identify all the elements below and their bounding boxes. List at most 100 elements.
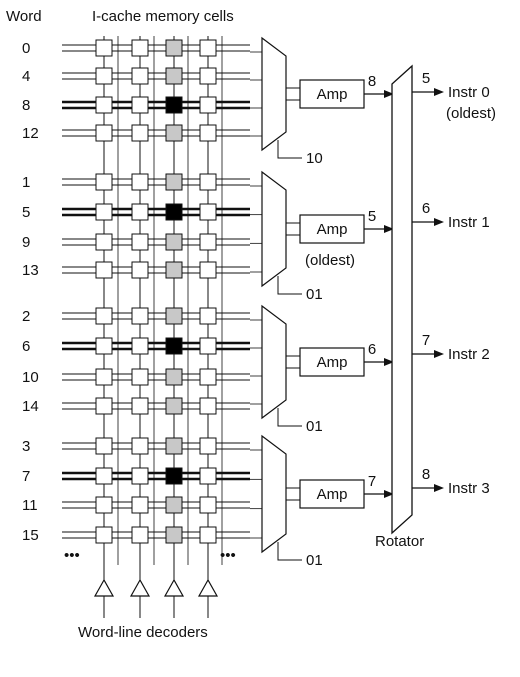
- amp-output-label: 8: [368, 73, 376, 90]
- arrow-head: [434, 88, 444, 96]
- mux-select-line: [277, 542, 302, 561]
- memory-cell: [199, 307, 217, 325]
- memory-cell: [165, 526, 183, 544]
- sense-amp: [299, 347, 365, 377]
- arrow-head: [384, 225, 394, 233]
- memory-cell: [165, 437, 183, 455]
- rotator-block: [391, 64, 413, 535]
- word-number: 0: [22, 40, 30, 57]
- decoder-triangle: [163, 578, 185, 597]
- column-mux: [261, 304, 287, 420]
- word-number: 4: [22, 68, 30, 85]
- memory-cell: [199, 397, 217, 415]
- arrow-head: [434, 350, 444, 358]
- memory-cell: [95, 67, 113, 85]
- memory-cell: [199, 526, 217, 544]
- sense-amp: [299, 214, 365, 244]
- instruction-output-label: Instr 3: [448, 480, 490, 497]
- decoder-triangle: [93, 578, 115, 597]
- memory-cell: [131, 124, 149, 142]
- memory-cell: [131, 397, 149, 415]
- memory-cell: [95, 233, 113, 251]
- memory-cell: [199, 173, 217, 191]
- word-number: 15: [22, 527, 39, 544]
- arrow-head: [384, 90, 394, 98]
- word-number: 8: [22, 97, 30, 114]
- memory-cell: [131, 437, 149, 455]
- mux-select-line: [277, 140, 302, 159]
- rotator-label: Rotator: [375, 533, 424, 550]
- memory-cell: [165, 261, 183, 279]
- column-mux: [261, 434, 287, 554]
- memory-cell: [131, 368, 149, 386]
- amp-output-label: 7: [368, 473, 376, 490]
- amp-output-label: 5: [368, 208, 376, 225]
- memory-cell: [165, 67, 183, 85]
- memory-cell: [199, 233, 217, 251]
- instruction-output-label: Instr 1: [448, 214, 490, 231]
- memory-cell: [95, 467, 113, 485]
- word-number: 12: [22, 125, 39, 142]
- memory-cell: [131, 96, 149, 114]
- memory-cell: [131, 233, 149, 251]
- arrow-head: [384, 358, 394, 366]
- word-number: 10: [22, 369, 39, 386]
- arrow-head: [384, 490, 394, 498]
- word-number: 3: [22, 438, 30, 455]
- sense-amp: [299, 479, 365, 509]
- mux-select-line: [277, 276, 302, 295]
- memory-cell: [165, 233, 183, 251]
- memory-cell: [131, 173, 149, 191]
- memory-cell: [165, 124, 183, 142]
- memory-cell: [199, 261, 217, 279]
- memory-cell: [199, 368, 217, 386]
- memory-cell: [165, 467, 183, 485]
- memory-cell: [131, 496, 149, 514]
- icache-cells-header: I-cache memory cells: [92, 8, 234, 25]
- word-number: 9: [22, 234, 30, 251]
- memory-cell: [165, 203, 183, 221]
- amp-output-label: 6: [368, 341, 376, 358]
- memory-cell: [199, 467, 217, 485]
- rotator-output-label: 7: [422, 332, 430, 349]
- memory-cell: [131, 337, 149, 355]
- memory-cell: [165, 368, 183, 386]
- memory-cell: [95, 203, 113, 221]
- memory-cell: [165, 173, 183, 191]
- memory-cell: [131, 39, 149, 57]
- decoders-label: Word-line decoders: [78, 624, 208, 641]
- memory-cell: [165, 337, 183, 355]
- memory-cell: [199, 39, 217, 57]
- memory-cell: [95, 337, 113, 355]
- memory-cell: [95, 261, 113, 279]
- memory-cell: [199, 203, 217, 221]
- mux-select-value: 01: [306, 418, 323, 435]
- word-number: 5: [22, 204, 30, 221]
- memory-cell: [95, 124, 113, 142]
- amp-label: Amp: [317, 86, 348, 103]
- memory-cell: [95, 397, 113, 415]
- instruction-output-label: Instr 0: [448, 84, 490, 101]
- mux-select-line: [277, 408, 302, 427]
- memory-cell: [95, 437, 113, 455]
- word-number: 11: [22, 497, 38, 514]
- memory-cell: [165, 307, 183, 325]
- rotator-output-label: 6: [422, 200, 430, 217]
- word-number: 14: [22, 398, 39, 415]
- memory-cell: [95, 526, 113, 544]
- memory-cell: [95, 496, 113, 514]
- column-mux: [261, 170, 287, 288]
- amp-label: Amp: [317, 354, 348, 371]
- word-number: 6: [22, 338, 30, 355]
- memory-cell: [95, 307, 113, 325]
- memory-cell: [199, 67, 217, 85]
- amp-note: (oldest): [305, 252, 355, 269]
- memory-cell: [199, 337, 217, 355]
- memory-cell: [199, 437, 217, 455]
- memory-cell: [131, 526, 149, 544]
- word-line-decoders: [93, 565, 219, 618]
- memory-cell: [95, 39, 113, 57]
- memory-cell: [131, 203, 149, 221]
